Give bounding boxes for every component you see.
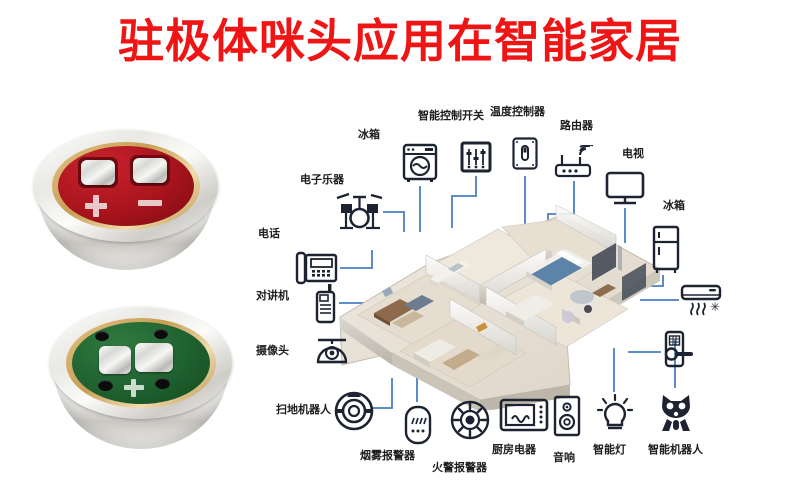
fire-alarm-icon[interactable]	[448, 398, 492, 442]
smart-home-floorplan	[330, 205, 670, 410]
robot-vacuum-icon[interactable]	[333, 390, 375, 432]
telephone-icon[interactable]	[293, 248, 341, 288]
label-intercom: 对讲机	[256, 289, 289, 302]
minus-marking	[137, 192, 163, 214]
electret-microphone-red	[30, 128, 222, 278]
label-camera: 摄像头	[256, 344, 289, 357]
drum-set-icon[interactable]	[335, 192, 385, 234]
label-router: 路由器	[560, 119, 593, 132]
label-temp-controller: 温度控制器	[490, 105, 545, 118]
plus-marking	[84, 195, 108, 217]
plus-marking	[124, 379, 144, 397]
speaker-icon[interactable]	[552, 394, 582, 438]
solder-pad-right	[133, 158, 167, 183]
cat-robot-icon[interactable]	[654, 390, 698, 436]
smoke-alarm-icon[interactable]	[402, 404, 434, 448]
label-fire-alarm: 火警报警器	[432, 461, 487, 474]
walkie-talkie-icon[interactable]	[312, 283, 340, 325]
label-kitchen-appliance: 厨房电器	[492, 443, 536, 456]
wall-thermostat-icon[interactable]	[511, 136, 539, 174]
smart-door-lock-icon[interactable]	[662, 330, 698, 376]
label-robot-vacuum: 扫地机器人	[276, 403, 331, 416]
label-smoke-alarm: 烟雾报警器	[360, 449, 415, 462]
mount-hole-top-left	[95, 331, 109, 341]
page-title: 驻极体咪头应用在智能家居	[118, 16, 682, 67]
label-fridge-washer: 冰箱	[358, 128, 380, 141]
solder-pad-left	[99, 346, 131, 374]
solder-pad-left	[81, 160, 115, 185]
refrigerator-icon[interactable]	[650, 225, 682, 275]
light-bulb-icon[interactable]	[596, 394, 634, 436]
label-smart-switch: 智能控制开关	[418, 109, 484, 122]
microwave-icon[interactable]	[498, 396, 550, 436]
washing-machine-icon[interactable]	[398, 140, 442, 184]
label-tv: 电视	[622, 147, 644, 160]
router-icon[interactable]	[553, 145, 597, 181]
air-conditioner-icon[interactable]: ✳	[680, 283, 724, 319]
mount-hole-bottom-left	[98, 380, 113, 391]
label-electronic-instrument: 电子乐器	[300, 173, 344, 186]
capsule-red-pcb	[58, 146, 194, 226]
capsule-green-pcb	[72, 322, 210, 404]
solder-pad-right	[135, 343, 173, 372]
label-telephone: 电话	[258, 227, 280, 240]
label-smart-light: 智能灯	[593, 443, 626, 456]
electret-microphone-green	[46, 305, 236, 457]
slider-panel-icon[interactable]	[459, 140, 493, 174]
label-refrigerator: 冰箱	[663, 199, 685, 212]
label-smart-robot: 智能机器人	[648, 443, 703, 456]
label-audio-speaker: 音响	[553, 451, 575, 464]
mount-hole-top-right	[154, 329, 168, 339]
television-icon[interactable]	[604, 170, 648, 208]
security-camera-icon[interactable]	[310, 336, 354, 372]
mount-hole-bottom-right	[155, 378, 170, 389]
svg-text:✳: ✳	[710, 300, 720, 314]
